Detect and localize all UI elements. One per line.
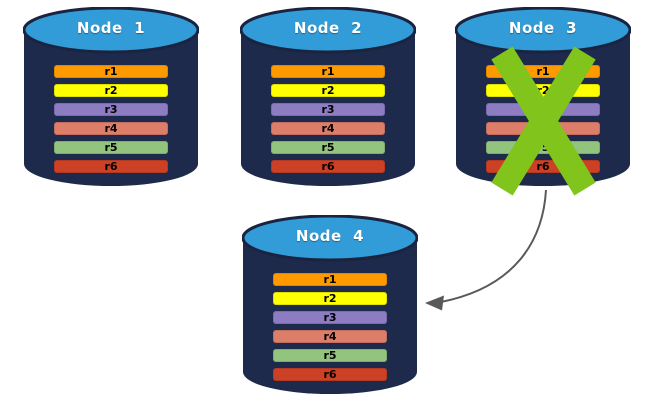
replica-bar-r5: r5 xyxy=(54,141,168,154)
replica-bar-r6: r6 xyxy=(486,160,600,173)
replica-bar-r2: r2 xyxy=(273,292,387,305)
replica-list: r1 r2 r3 r4 r5 r6 xyxy=(273,273,387,387)
node-4: Node 4 r1 r2 r3 r4 r5 r6 xyxy=(242,215,418,395)
replica-bar-r6: r6 xyxy=(54,160,168,173)
replica-bar-r1: r1 xyxy=(273,273,387,286)
failover-arrow xyxy=(425,189,547,311)
replica-bar-r6: r6 xyxy=(273,368,387,381)
arrow-head-icon xyxy=(425,295,444,311)
replica-bar-r2: r2 xyxy=(271,84,385,97)
replica-list: r1 r2 r3 r4 r5 r6 xyxy=(54,65,168,179)
node-label: Node 1 xyxy=(76,19,146,37)
replica-list: r1 r2 r3 r4 r5 r6 xyxy=(486,65,600,179)
replica-bar-r4: r4 xyxy=(54,122,168,135)
replica-bar-r1: r1 xyxy=(486,65,600,78)
replica-bar-r4: r4 xyxy=(273,330,387,343)
replica-bar-r3: r3 xyxy=(271,103,385,116)
node-label: Node 3 xyxy=(508,19,578,37)
cylinder-top xyxy=(242,215,418,262)
replica-bar-r4: r4 xyxy=(486,122,600,135)
node-3: Node 3 r1 r2 r3 r4 r5 r6 xyxy=(455,7,631,196)
replica-bar-r3: r3 xyxy=(54,103,168,116)
replica-bar-r3: r3 xyxy=(486,103,600,116)
replica-list: r1 r2 r3 r4 r5 r6 xyxy=(271,65,385,179)
replica-bar-r3: r3 xyxy=(273,311,387,324)
replica-bar-r5: r5 xyxy=(273,349,387,362)
replica-bar-r5: r5 xyxy=(271,141,385,154)
node-label: Node 4 xyxy=(295,227,365,245)
arrow-curve xyxy=(440,189,547,303)
node-1: Node 1 r1 r2 r3 r4 r5 r6 xyxy=(23,7,199,187)
cylinder-top xyxy=(240,7,416,54)
replica-bar-r6: r6 xyxy=(271,160,385,173)
node-label: Node 2 xyxy=(293,19,363,37)
cylinder-top xyxy=(23,7,199,54)
node-2: Node 2 r1 r2 r3 r4 r5 r6 xyxy=(240,7,416,187)
replica-bar-r4: r4 xyxy=(271,122,385,135)
replica-bar-r2: r2 xyxy=(486,84,600,97)
replica-bar-r5: r5 xyxy=(486,141,600,154)
replica-bar-r1: r1 xyxy=(54,65,168,78)
replica-bar-r1: r1 xyxy=(271,65,385,78)
replica-bar-r2: r2 xyxy=(54,84,168,97)
database-cylinder-icon xyxy=(23,7,199,186)
